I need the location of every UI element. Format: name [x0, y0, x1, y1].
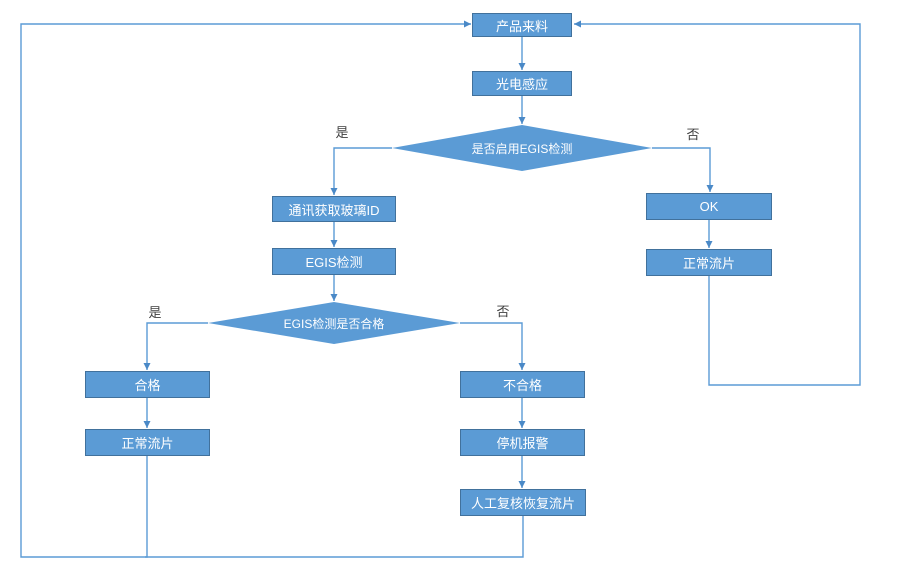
edge-manual-review-to-bottom [145, 516, 524, 558]
branch-label-pass-yes: 是 [148, 304, 162, 320]
branch-label-enable-no: 否 [686, 126, 700, 142]
node-egis-detect: EGIS检测 [272, 248, 396, 275]
node-manual-review-resume: 人工复核恢复流片 [460, 489, 586, 516]
edge-decision1-no [652, 147, 714, 192]
decision-egis-pass-label: EGIS检测是否合格 [283, 316, 385, 331]
node-stop-alarm: 停机报警 [460, 429, 585, 456]
edge-left-loop-to-product [20, 20, 471, 558]
edge-decision2-no [460, 322, 526, 370]
branch-label-enable-yes: 是 [335, 124, 349, 140]
decision-diamond-egis-pass [208, 302, 460, 344]
node-ok: OK [646, 193, 772, 220]
node-unqualified: 不合格 [460, 371, 585, 398]
edge-decision1-yes [330, 147, 392, 195]
node-normal-flow-left: 正常流片 [85, 429, 210, 456]
edge-decision2-yes [143, 322, 208, 370]
edge-right-loop-to-product [574, 20, 861, 386]
decision-enable-egis-label: 是否启用EGIS检测 [471, 141, 573, 156]
branch-label-pass-no: 否 [496, 303, 510, 319]
node-product-incoming: 产品来料 [472, 13, 572, 37]
node-normal-flow-right: 正常流片 [646, 249, 772, 276]
node-comm-get-glass-id: 通讯获取玻璃ID [272, 196, 396, 222]
node-qualified: 合格 [85, 371, 210, 398]
node-photoelectric-sensing: 光电感应 [472, 71, 572, 96]
decision-diamond-enable-egis [392, 125, 652, 171]
